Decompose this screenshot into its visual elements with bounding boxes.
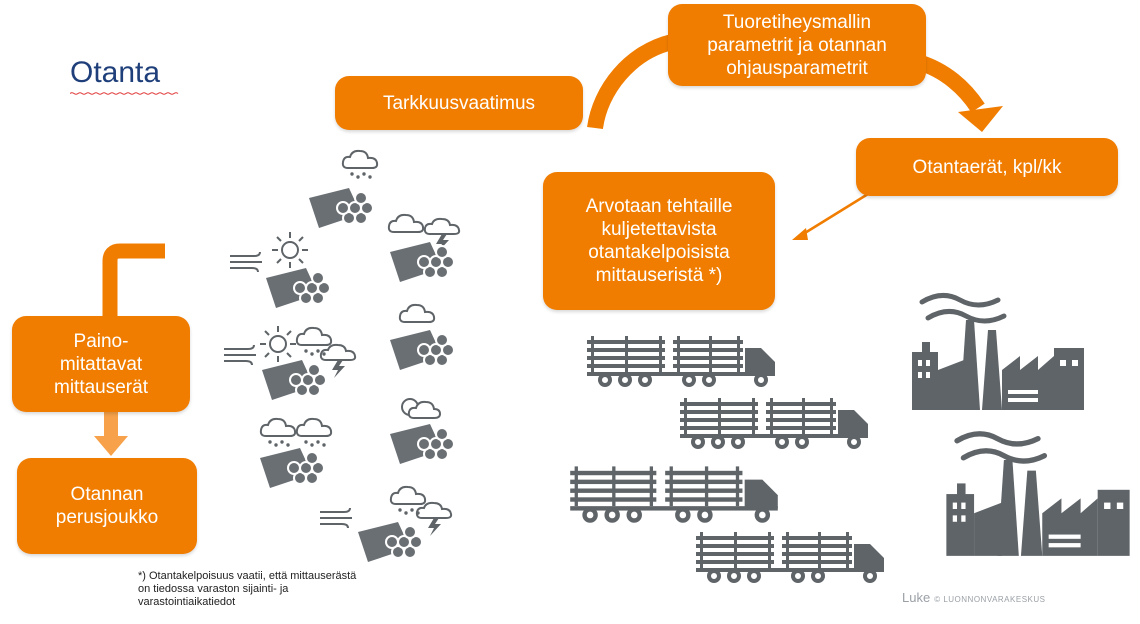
weather-sun-icon (272, 232, 308, 268)
weather-cloud-rain-icon (295, 417, 333, 447)
spellcheck-underline (70, 92, 179, 95)
down-arrow-shaft (104, 412, 118, 440)
timber-truck-icon (696, 532, 884, 583)
curve-arrow-2-head (958, 106, 1003, 132)
thin-arrow-head (792, 228, 808, 240)
page-title: Otanta (70, 56, 161, 89)
log-pile-icon (266, 268, 331, 308)
log-pile-icon (260, 448, 325, 488)
luke-logo: Luke© LUONNONVARAKESKUS (902, 590, 1045, 605)
curve-arrow-1 (587, 34, 675, 130)
log-pile-icon (358, 522, 423, 562)
box-paino: Paino-mitattavat mittauserät (12, 316, 190, 412)
thin-arrow (799, 192, 869, 238)
log-pile-icon (262, 360, 327, 400)
log-pile-icon (309, 188, 374, 228)
timber-truck-icon (570, 466, 778, 523)
weather-wind-icon (224, 344, 256, 366)
footnote: *) Otantakelpoisuus vaatii, että mittaus… (138, 570, 357, 608)
weather-thunder-icon (415, 501, 453, 536)
box-perusjoukko: Otannan perusjoukko (17, 458, 197, 554)
box-arvotaan: Arvotaan tehtaille kuljetettavista otant… (543, 172, 775, 310)
log-pile-icon (390, 330, 455, 370)
log-pile-icon (390, 424, 455, 464)
weather-wind-icon (320, 507, 352, 529)
timber-truck-icon (680, 398, 868, 449)
down-arrow-head (94, 436, 128, 456)
logo-brand: Luke (902, 590, 931, 605)
timber-truck-icon (587, 336, 775, 387)
weather-wind-icon (230, 251, 262, 273)
weather-cloud-rain-icon (259, 417, 297, 447)
logo-text: © LUONNONVARAKESKUS (934, 595, 1046, 604)
weather-sun-cloud-icon (401, 398, 442, 419)
weather-thunder-icon (319, 343, 357, 378)
weather-cloud-icon (387, 213, 425, 233)
weather-cloud-rain-icon (295, 326, 333, 356)
weather-sun-icon (260, 326, 296, 362)
log-pile-icon (390, 242, 455, 282)
box-tuoretiheysmalli: Tuoretiheysmallin parametrit ja otannan … (668, 4, 926, 86)
bent-arrow (102, 243, 165, 318)
box-otantaerat: Otantaerät, kpl/kk (856, 138, 1118, 196)
weather-cloud-icon (398, 303, 436, 323)
box-tarkkuusvaatimus: Tarkkuusvaatimus (335, 76, 583, 130)
curve-arrow-2 (915, 54, 985, 113)
weather-cloud-rain-icon (341, 149, 379, 179)
factory-icon (912, 293, 1084, 410)
weather-thunder-icon (423, 217, 461, 252)
factory-icon (946, 431, 1130, 556)
